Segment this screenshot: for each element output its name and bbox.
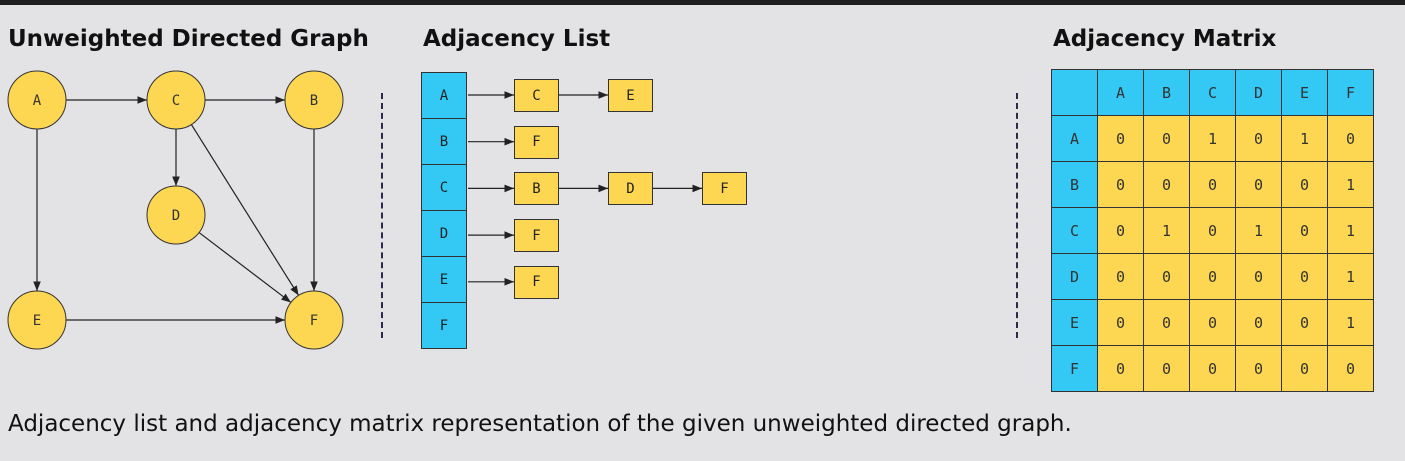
matrix-cell-b-c: 0: [1189, 161, 1236, 208]
list-node-a-e: E: [608, 79, 653, 112]
matrix-col-header-c: C: [1189, 69, 1236, 116]
list-node-a-c: C: [514, 79, 559, 112]
edge-c-f: [190, 124, 300, 296]
matrix-cell-f-d: 0: [1235, 345, 1282, 392]
matrix-cell-e-f: 1: [1327, 299, 1374, 346]
matrix-cell-a-f: 0: [1327, 115, 1374, 162]
graph-node-label: C: [172, 93, 180, 109]
matrix-cell-a-d: 0: [1235, 115, 1282, 162]
matrix-cell-f-f: 0: [1327, 345, 1374, 392]
section-divider-2: [1016, 93, 1018, 338]
matrix-cell-f-a: 0: [1097, 345, 1144, 392]
matrix-cell-b-f: 1: [1327, 161, 1374, 208]
list-node-c-f: F: [702, 172, 747, 206]
matrix-cell-d-f: 1: [1327, 253, 1374, 300]
matrix-cell-a-b: 0: [1143, 115, 1190, 162]
matrix-cell-c-b: 1: [1143, 207, 1190, 254]
matrix-cell-f-e: 0: [1281, 345, 1328, 392]
graph-node-label: E: [33, 313, 41, 329]
matrix-cell-c-e: 0: [1281, 207, 1328, 254]
graph-node-a: A: [7, 70, 67, 130]
graph-node-b: B: [284, 70, 344, 130]
matrix-col-header-e: E: [1281, 69, 1328, 116]
matrix-row-header-c: C: [1051, 207, 1098, 254]
matrix-row-header-e: E: [1051, 299, 1098, 346]
list-node-e-f: F: [514, 265, 559, 299]
list-vertex-e: E: [421, 257, 467, 303]
matrix-cell-e-b: 0: [1143, 299, 1190, 346]
list-vertex-a: A: [421, 72, 467, 119]
list-vertex-b: B: [421, 119, 467, 165]
list-vertex-d: D: [421, 211, 467, 257]
matrix-cell-b-b: 0: [1143, 161, 1190, 208]
matrix-cell-c-a: 0: [1097, 207, 1144, 254]
list-title: Adjacency List: [423, 26, 611, 52]
matrix-cell-e-d: 0: [1235, 299, 1282, 346]
matrix-cell-f-c: 0: [1189, 345, 1236, 392]
list-node-d-f: F: [514, 219, 559, 253]
edge-d-f: [198, 232, 292, 303]
graph-node-e: E: [7, 290, 67, 350]
graph-title: Unweighted Directed Graph: [8, 26, 369, 52]
matrix-cell-a-c: 1: [1189, 115, 1236, 162]
matrix-cell-a-e: 1: [1281, 115, 1328, 162]
matrix-cell-d-c: 0: [1189, 253, 1236, 300]
top-bar: [0, 0, 1405, 5]
matrix-cell-d-e: 0: [1281, 253, 1328, 300]
graph-node-label: F: [310, 313, 318, 329]
matrix-col-header-d: D: [1235, 69, 1282, 116]
matrix-cell-f-b: 0: [1143, 345, 1190, 392]
directed-graph: A B C D E F: [7, 70, 344, 350]
matrix-cell-a-a: 0: [1097, 115, 1144, 162]
list-vertex-f: F: [421, 303, 467, 349]
matrix-cell-e-a: 0: [1097, 299, 1144, 346]
matrix-cell-b-e: 0: [1281, 161, 1328, 208]
graph-node-f: F: [284, 290, 344, 350]
matrix-corner: [1051, 69, 1098, 116]
matrix-row-header-f: F: [1051, 345, 1098, 392]
graph-node-c: C: [146, 70, 206, 130]
matrix-cell-c-c: 0: [1189, 207, 1236, 254]
matrix-row-header-b: B: [1051, 161, 1098, 208]
matrix-title: Adjacency Matrix: [1053, 26, 1277, 52]
matrix-cell-d-d: 0: [1235, 253, 1282, 300]
section-divider-1: [381, 93, 383, 338]
list-node-b-f: F: [514, 125, 559, 159]
graph-node-label: A: [33, 93, 42, 109]
matrix-row-header-a: A: [1051, 115, 1098, 162]
graph-node-d: D: [146, 185, 206, 245]
matrix-cell-b-d: 0: [1235, 161, 1282, 208]
graph-node-label: B: [310, 93, 318, 109]
list-node-c-d: D: [608, 172, 653, 206]
matrix-row-header-d: D: [1051, 253, 1098, 300]
list-node-c-b: B: [514, 172, 559, 206]
list-vertex-c: C: [421, 165, 467, 211]
matrix-col-header-f: F: [1327, 69, 1374, 116]
graph-node-label: D: [172, 208, 180, 224]
figure-caption: Adjacency list and adjacency matrix repr…: [8, 411, 1072, 437]
matrix-cell-b-a: 0: [1097, 161, 1144, 208]
matrix-col-header-b: B: [1143, 69, 1190, 116]
matrix-cell-d-b: 0: [1143, 253, 1190, 300]
matrix-cell-c-d: 1: [1235, 207, 1282, 254]
matrix-col-header-a: A: [1097, 69, 1144, 116]
matrix-cell-e-c: 0: [1189, 299, 1236, 346]
matrix-cell-e-e: 0: [1281, 299, 1328, 346]
matrix-cell-d-a: 0: [1097, 253, 1144, 300]
matrix-cell-c-f: 1: [1327, 207, 1374, 254]
